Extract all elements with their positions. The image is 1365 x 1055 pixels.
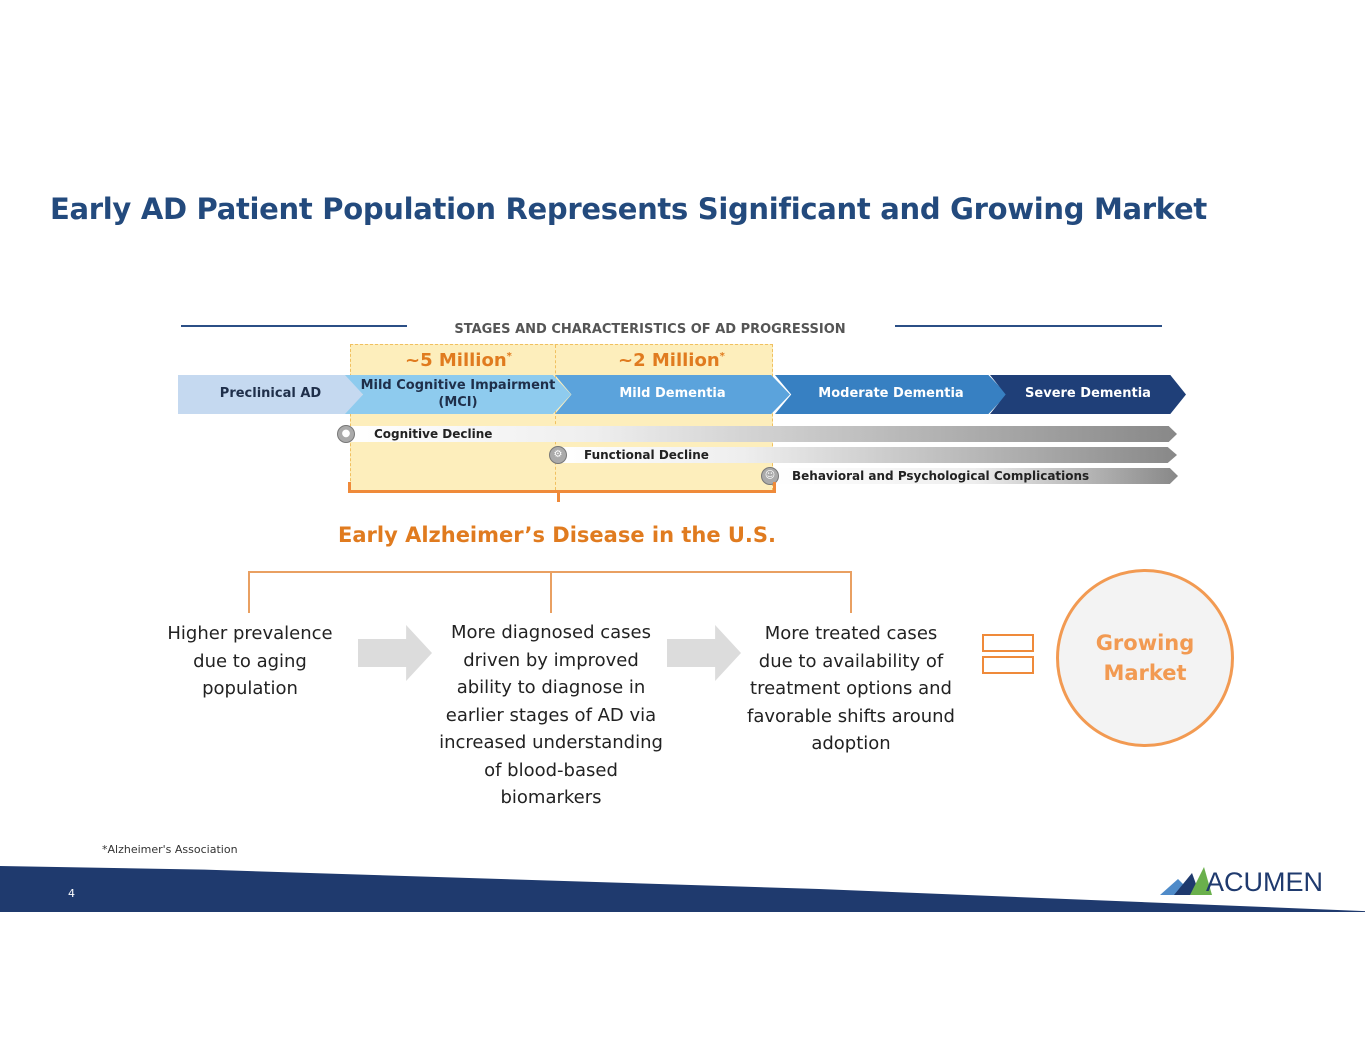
driver-treatment: More treated cases due to availability o…: [747, 623, 955, 754]
mild-dementia-population: ~2 Million*: [618, 350, 725, 371]
growing-market-label: Growing Market: [1095, 631, 1195, 685]
logo-text: ACUMEN: [1206, 867, 1324, 897]
page-number: 4: [68, 887, 75, 900]
footnote: *Alzheimer's Association: [102, 843, 238, 856]
divider: [895, 325, 1162, 327]
behavioral-complications-label: Behavioral and Psychological Complicatio…: [792, 469, 1090, 483]
stage-severe-dementia: Severe Dementia: [990, 375, 1186, 414]
cognitive-decline-label: Cognitive Decline: [374, 427, 493, 441]
gear-icon: ⚙: [549, 446, 567, 464]
bracket: [348, 482, 776, 493]
early-ad-highlight: [350, 344, 773, 491]
acumen-logo: ACUMEN: [1160, 865, 1323, 901]
bracket-tick: [248, 571, 250, 613]
growing-market-circle: Growing Market: [1056, 569, 1234, 747]
stages-title: STAGES AND CHARACTERISTICS OF AD PROGRES…: [454, 322, 846, 337]
arrow-right-icon: [667, 625, 741, 681]
equals-icon: [982, 656, 1034, 674]
stage-mild-dementia: Mild Dementia: [555, 375, 790, 414]
functional-decline-bar: [557, 447, 1177, 463]
equals-icon: [982, 634, 1034, 652]
people-icon: ☺: [761, 467, 779, 485]
bracket-tick: [850, 571, 852, 613]
page-title: Early AD Patient Population Represents S…: [50, 192, 1207, 226]
functional-decline-label: Functional Decline: [584, 448, 709, 462]
early-ad-heading: Early Alzheimer’s Disease in the U.S.: [338, 523, 777, 547]
stage-mci: Mild Cognitive Impairment (MCI): [345, 375, 571, 414]
divider: [181, 325, 407, 327]
mci-population: ~5 Million*: [405, 350, 512, 371]
mountain-icon: [1160, 867, 1212, 895]
stage-moderate-dementia: Moderate Dementia: [775, 375, 1007, 414]
divider: [555, 345, 556, 490]
cognitive-decline-bar: [345, 426, 1177, 442]
stage-preclinical: Preclinical AD: [178, 375, 363, 414]
driver-diagnosis: More diagnosed cases driven by improved …: [439, 622, 663, 808]
bracket-tick: [557, 490, 560, 502]
behavioral-complications-bar: [770, 468, 1178, 484]
brain-icon: ●: [337, 425, 355, 443]
arrow-right-icon: [358, 625, 432, 681]
driver-prevalence: Higher prevalence due to aging populatio…: [167, 623, 333, 699]
bracket-tick: [550, 571, 552, 613]
